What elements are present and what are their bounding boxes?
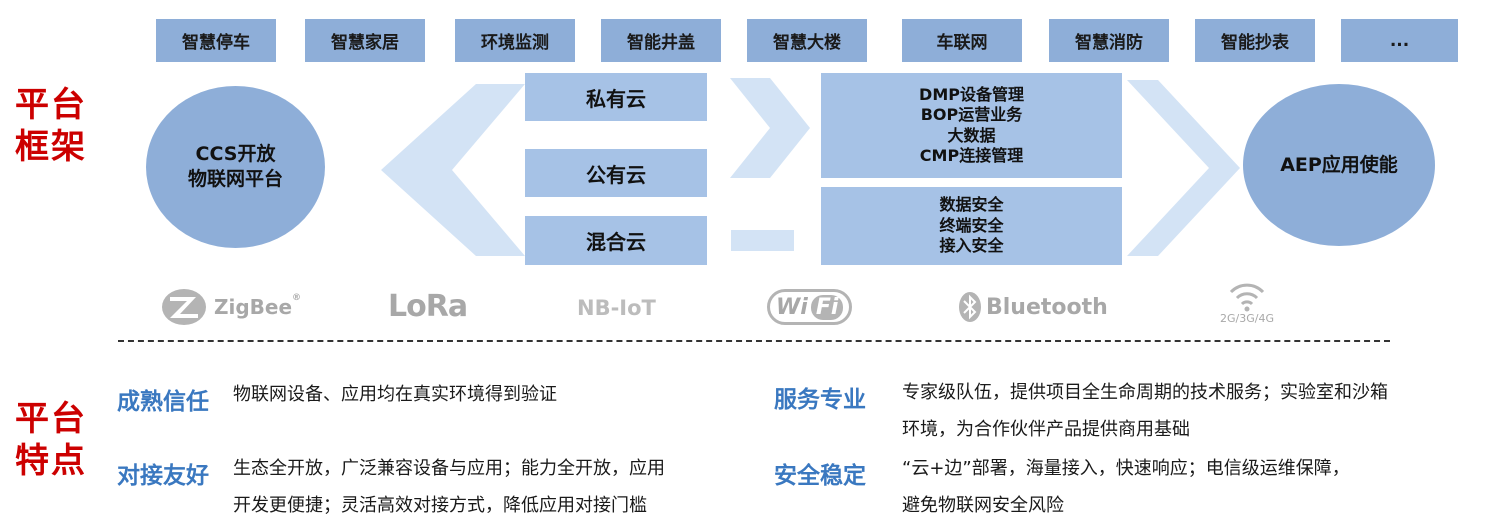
left-chevron-arrow [381,84,525,256]
security-item: 数据安全 [939,195,1004,215]
security-item: 终端安全 [939,215,1004,235]
feature-text-friendly-integration: 生态全开放，广泛兼容设备与应用；能力全开放，应用 开发更便捷；灵活高效对接方式，… [233,450,665,524]
wifi-w-text: W [776,294,801,320]
features-title: 平台 特点 [15,398,95,482]
features-title-line2: 特点 [15,441,87,481]
management-item: CMP连接管理 [919,146,1024,165]
feature-title-mature-trust: 成熟信任 [117,389,209,415]
feature-text-professional-service: 专家级队伍，提供项目全生命周期的技术服务；实验室和沙箱 环境，为合作伙伴产品提供… [902,374,1388,448]
app-smart-parking: 智慧停车 [156,19,276,62]
feature-line: 避免物联网安全风险 [902,495,1064,516]
management-item: DMP设备管理 [919,84,1024,104]
framework-title-line1: 平台 [15,85,87,125]
lora-ra-text: Ra [425,288,468,324]
app-more: ... [1341,19,1458,62]
feature-line: “云+边”部署，海量接入，快速响应；电信级运维保障， [902,458,1350,479]
lora-lo-text: Lo [388,288,427,324]
management-box: DMP设备管理 BOP运营业务 大数据 CMP连接管理 [821,73,1122,178]
app-smart-fire: 智慧消防 [1049,19,1169,62]
feature-line: 生态全开放，广泛兼容设备与应用；能力全开放，应用 [233,458,665,479]
hybrid-cloud-box: 混合云 [525,216,707,265]
bluetooth-logo: Bluetooth [958,290,1108,324]
signal-icon [1229,283,1265,312]
zigbee-registered-mark: ® [292,293,302,303]
app-environment-monitoring: 环境监测 [455,19,575,62]
wifi-logo: W i Fi [767,288,853,326]
bluetooth-icon [959,292,981,322]
app-smart-building: 智慧大楼 [747,19,867,62]
security-item: 接入安全 [939,236,1004,256]
feature-text-mature-trust: 物联网设备、应用均在真实环境得到验证 [233,376,557,413]
section-divider [118,340,1390,342]
right-chevron-large-arrow [1127,80,1240,256]
cellular-logo: 2G/3G/4G [1207,280,1287,332]
aep-ellipse: AEP应用使能 [1243,84,1435,246]
feature-line: 开发更便捷；灵活高效对接方式，降低应用对接门槛 [233,495,647,516]
feature-title-friendly-integration: 对接友好 [117,463,209,489]
ccs-platform-line2: 物联网平台 [187,168,283,190]
feature-text-secure-stable: “云+边”部署，海量接入，快速响应；电信级运维保障， 避免物联网安全风险 [902,450,1350,524]
feature-title-professional-service: 服务专业 [774,387,866,413]
zigbee-label: ZigBee [214,295,293,319]
app-smart-home: 智慧家居 [305,19,425,62]
flow-arrows [381,78,1240,256]
private-cloud-box: 私有云 [525,73,707,121]
app-smart-manhole: 智能井盖 [601,19,721,62]
lora-logo: Lo Ra [388,285,468,327]
wifi-fi-text: Fi [810,294,844,320]
zigbee-logo: ZigBee ® [160,287,301,327]
zigbee-z-icon [162,289,206,325]
cellular-label: 2G/3G/4G [1220,312,1274,325]
nbiot-logo: NB-IoT [577,296,656,320]
public-cloud-box: 公有云 [525,149,707,197]
aep-label: AEP应用使能 [1280,153,1398,176]
feature-line: 物联网设备、应用均在真实环境得到验证 [233,384,557,405]
right-chevron-small-arrow [730,78,810,178]
feature-line: 环境，为合作伙伴产品提供商用基础 [902,419,1190,440]
management-item: BOP运营业务 [920,105,1023,124]
hybrid-connector-bar [731,230,794,251]
security-box: 数据安全 终端安全 接入安全 [821,187,1122,265]
ccs-platform-line1: CCS开放 [195,143,276,165]
ccs-platform-ellipse: CCS开放 物联网平台 [146,86,325,248]
feature-title-secure-stable: 安全稳定 [774,463,866,489]
features-title-line1: 平台 [15,399,87,439]
framework-title-line2: 框架 [15,127,87,167]
bluetooth-label: Bluetooth [986,294,1108,320]
app-smart-meter: 智能抄表 [1195,19,1315,62]
management-item: 大数据 [947,125,996,145]
wifi-i-text: i [800,294,808,320]
framework-title: 平台 框架 [15,84,95,168]
app-connected-vehicles: 车联网 [902,19,1022,62]
feature-line: 专家级队伍，提供项目全生命周期的技术服务；实验室和沙箱 [902,382,1388,403]
